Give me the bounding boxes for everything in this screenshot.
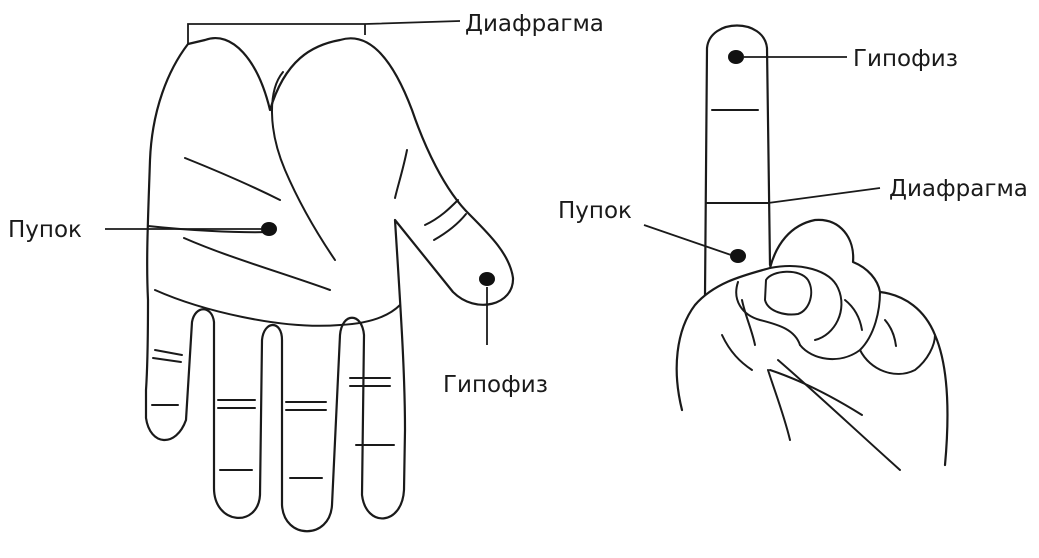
palm-pituitary-label: Гипофиз [443,372,548,398]
thumb-diaphragm-leader [768,188,880,203]
thumb-separation-line [272,72,335,260]
thumb-pituitary-point [728,50,744,64]
palm-navel-point [261,222,277,236]
middle-knuckle-crease [845,300,862,330]
palm-diaphragm-label: Диафрагма [465,11,604,37]
ring-finger-outline [860,335,935,374]
thumb-diaphragm-label: Диафрагма [889,176,1028,202]
raised-thumb-illustration: Гипофиз Диафрагма Пупок [558,26,1028,471]
palm-crease-life [184,238,330,290]
open-palm-illustration: Диафрагма Пупок Гипофиз [8,11,604,531]
thumb-crease-2 [425,200,458,225]
fist-crease-thumb-base [722,335,752,370]
palm-side-crease-2 [778,360,900,470]
index-nail [765,272,811,315]
fist-crease-small [742,300,755,345]
thumb-pituitary-label: Гипофиз [853,46,958,72]
middle-joint-crease [286,402,326,410]
thumb-navel-leader [644,225,731,255]
index-joint-crease [350,378,390,386]
palm-outline [146,38,513,531]
palm-crease-heart [185,158,280,200]
ring-joint-crease [218,400,255,408]
ring-knuckle-crease [885,320,896,346]
thumb-navel-point [730,249,746,263]
palm-pituitary-point [479,272,495,286]
middle-finger-outline [800,292,880,359]
thumb-crease-1 [395,150,407,198]
palm-side-crease-3 [768,370,790,440]
palm-navel-label: Пупок [8,217,82,243]
pinky-joint-crease [153,350,182,362]
fist-outline [677,220,948,465]
thumb-navel-label: Пупок [558,198,632,224]
